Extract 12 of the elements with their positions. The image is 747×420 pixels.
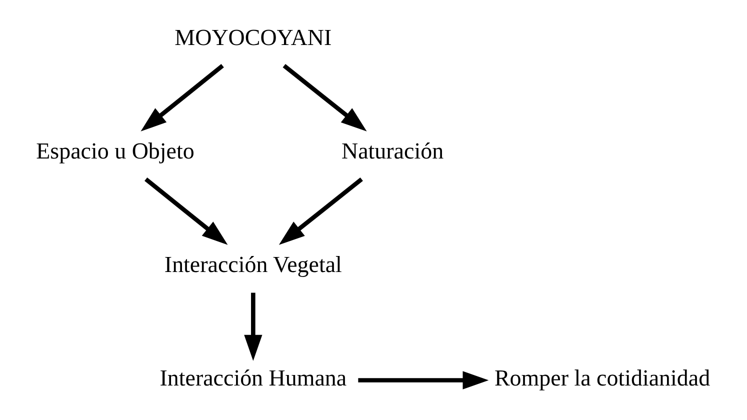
arrow — [144, 178, 228, 245]
arrow — [282, 64, 367, 132]
node-text: Romper la cotidianidad — [494, 366, 710, 391]
node-text: MOYOCOYANI — [174, 25, 332, 50]
node-text: Interacción Humana — [160, 366, 347, 391]
node-text: Naturación — [342, 138, 444, 164]
arrow — [278, 178, 363, 245]
arrow — [140, 64, 224, 132]
arrow — [244, 292, 262, 361]
arrow — [358, 371, 489, 390]
node-text: Espacio u Objeto — [36, 138, 194, 164]
node-text: Interacción Vegetal — [164, 252, 342, 278]
